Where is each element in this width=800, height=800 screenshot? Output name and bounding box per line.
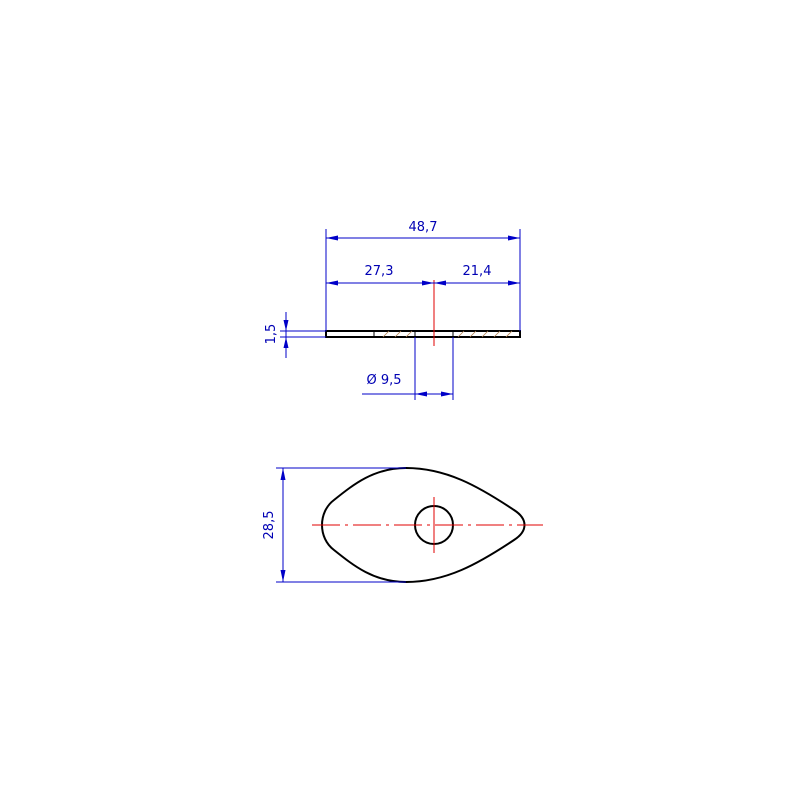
width-label: 28,5 (262, 511, 277, 540)
dim-hole-diameter: Ø 9,5 (362, 337, 454, 400)
top-view-outline (321, 466, 526, 584)
section-hatching (382, 330, 513, 338)
dim-width: 28,5 (262, 467, 406, 583)
overall-length-label: 48,7 (409, 220, 438, 235)
left-length-label: 27,3 (365, 264, 394, 279)
dim-split-lengths: 27,3 21,4 (326, 264, 520, 286)
hole-diameter-label: Ø 9,5 (366, 373, 401, 388)
right-length-label: 21,4 (463, 264, 492, 279)
dim-thickness: 1,5 (264, 312, 326, 358)
thickness-label: 1,5 (264, 324, 279, 345)
side-view (325, 280, 521, 346)
top-view (312, 466, 543, 584)
dim-overall-length: 48,7 (325, 220, 521, 331)
side-view-outline (325, 330, 521, 338)
